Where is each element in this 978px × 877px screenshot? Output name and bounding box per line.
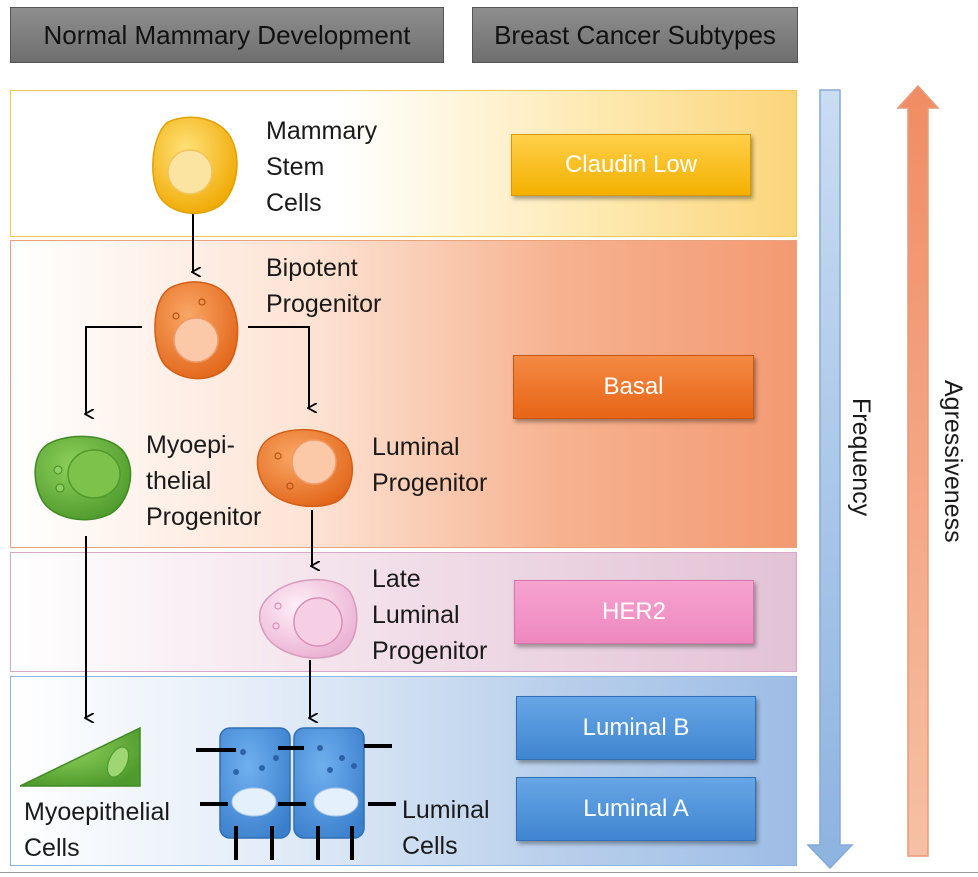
- frequency-label: Frequency: [847, 398, 875, 517]
- subtype-her2: HER2: [514, 580, 754, 644]
- bottom-divider: [0, 872, 978, 873]
- subtype-claudin-low: Claudin Low: [511, 134, 751, 196]
- lineage-arrows: [86, 214, 312, 718]
- subtype-luminal-b: Luminal B: [516, 696, 756, 760]
- arrow-bipotent-to-myoepithelial-progenitor: [86, 326, 142, 414]
- luminal-progenitor-label: Luminal Progenitor: [372, 433, 488, 497]
- aggressiveness-label: Agressiveness: [939, 380, 967, 543]
- myoepithelial-progenitor-label: Myoepi- thelial Progenitor: [146, 431, 262, 531]
- myoepithelial-cells-icon: [19, 726, 141, 787]
- late-luminal-progenitor-label: Late Luminal Progenitor: [372, 565, 488, 665]
- subtype-luminal-a: Luminal A: [516, 777, 756, 841]
- cancer-subtypes-header-text: Breast Cancer Subtypes: [494, 19, 776, 50]
- frequency-arrow: [806, 89, 854, 870]
- bipotent-progenitor-label: Bipotent Progenitor: [266, 254, 382, 318]
- myoepithelial-cells-label: Myoepithelial Cells: [24, 798, 170, 862]
- late-luminal-progenitor-icon: [258, 579, 358, 659]
- subtype-claudin-low-text: Claudin Low: [564, 151, 698, 178]
- normal-development-header: Normal Mammary Development: [10, 7, 444, 63]
- arrow-bipotent-to-luminal-progenitor: [248, 326, 309, 408]
- mammary-stem-cell-icon: [152, 116, 238, 215]
- subtype-basal-text: Basal: [603, 373, 664, 400]
- subtype-luminal-b-text: Luminal B: [582, 714, 690, 741]
- subtype-her2-text: HER2: [601, 598, 667, 625]
- luminal-cells-icon: [196, 727, 396, 860]
- mammary-stem-cells-label: Mammary Stem Cells: [266, 117, 378, 217]
- normal-development-header-text: Normal Mammary Development: [43, 19, 411, 50]
- subtype-luminal-a-text: Luminal A: [583, 795, 689, 822]
- aggressiveness-arrow: [896, 84, 940, 857]
- cancer-subtypes-header: Breast Cancer Subtypes: [472, 7, 798, 63]
- bipotent-progenitor-icon: [154, 281, 239, 380]
- luminal-progenitor-icon: [256, 428, 354, 508]
- luminal-cells-label: Luminal Cells: [402, 796, 490, 860]
- subtype-basal: Basal: [513, 355, 754, 419]
- myoepithelial-progenitor-icon: [34, 435, 132, 521]
